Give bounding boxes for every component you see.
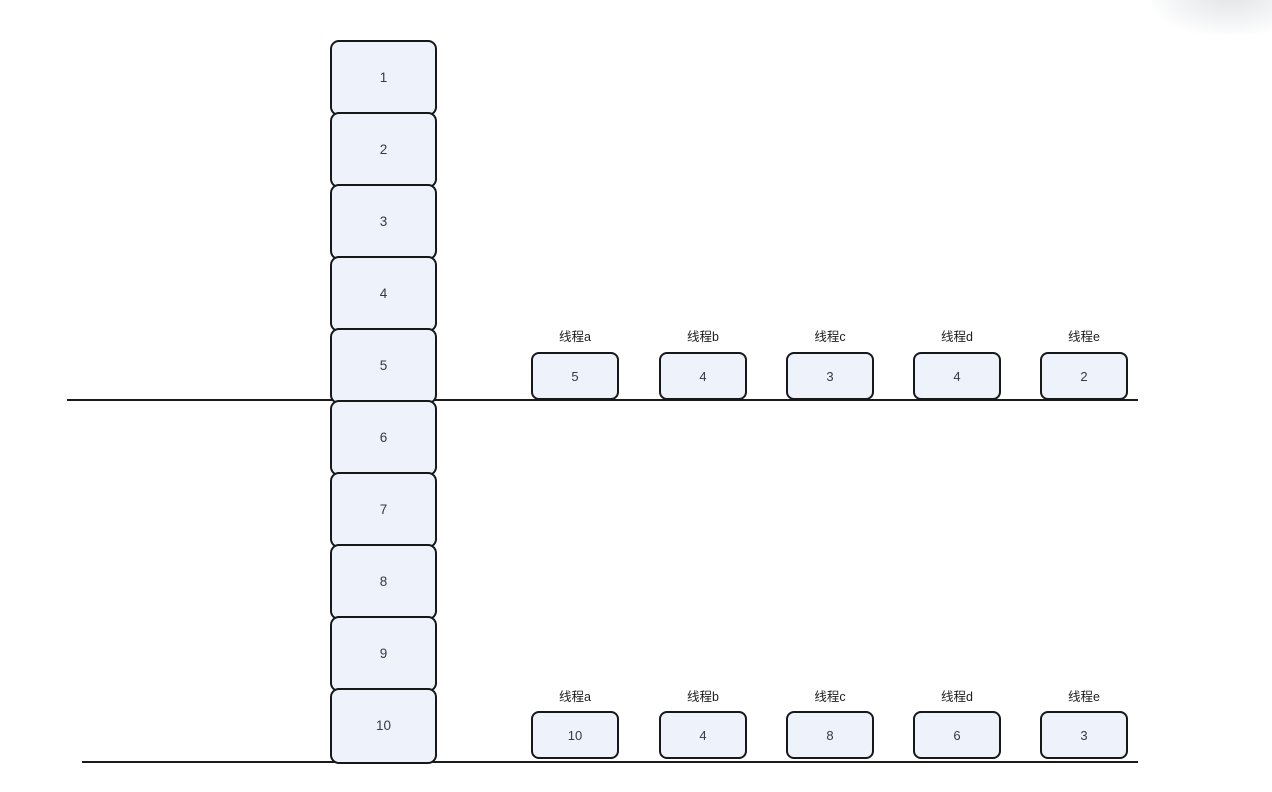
stack-item[interactable]: 3 — [330, 184, 437, 260]
thread-box[interactable]: 4 — [913, 352, 1001, 400]
stack-item[interactable]: 10 — [330, 688, 437, 764]
stack-item-value: 4 — [379, 286, 388, 302]
stack-item[interactable]: 6 — [330, 400, 437, 476]
thread-box[interactable]: 3 — [1040, 711, 1128, 759]
thread-box[interactable]: 4 — [659, 711, 747, 759]
thread-label: 线程d — [941, 690, 973, 704]
upper-divider-line — [67, 399, 1138, 401]
thread-label: 线程a — [559, 690, 591, 704]
thread-value: 4 — [699, 368, 707, 384]
stack-item[interactable]: 2 — [330, 112, 437, 188]
thread-label: 线程a — [559, 330, 591, 344]
stack-item-value: 6 — [379, 430, 388, 446]
thread-box[interactable]: 10 — [531, 711, 619, 759]
thread-box[interactable]: 6 — [913, 711, 1001, 759]
thread-value: 4 — [953, 368, 961, 384]
thread-value: 4 — [699, 727, 707, 743]
thread-label: 线程e — [1068, 690, 1100, 704]
corner-gradient-artifact — [1152, 0, 1272, 34]
thread-value: 5 — [571, 368, 579, 384]
stack-item[interactable]: 5 — [330, 328, 437, 404]
thread-box[interactable]: 5 — [531, 352, 619, 400]
stack-item[interactable]: 9 — [330, 616, 437, 692]
thread-value: 2 — [1080, 368, 1088, 384]
stack-item-value: 10 — [375, 718, 392, 734]
stack-item-value: 1 — [379, 70, 388, 86]
stack-item[interactable]: 8 — [330, 544, 437, 620]
thread-label: 线程b — [687, 330, 719, 344]
thread-label: 线程e — [1068, 330, 1100, 344]
stack-item[interactable]: 7 — [330, 472, 437, 548]
stack-item-value: 7 — [379, 502, 388, 518]
thread-value: 3 — [826, 368, 834, 384]
thread-box[interactable]: 8 — [786, 711, 874, 759]
thread-value: 10 — [567, 727, 583, 743]
stack-item-value: 5 — [379, 358, 388, 374]
thread-value: 8 — [826, 727, 834, 743]
thread-label: 线程b — [687, 690, 719, 704]
stack-item-value: 9 — [379, 646, 388, 662]
thread-label: 线程c — [814, 330, 846, 344]
lower-divider-line — [82, 761, 1138, 763]
stack-item[interactable]: 1 — [330, 40, 437, 116]
thread-value: 6 — [953, 727, 961, 743]
thread-label: 线程d — [941, 330, 973, 344]
thread-box[interactable]: 2 — [1040, 352, 1128, 400]
thread-label: 线程c — [814, 690, 846, 704]
stack-item[interactable]: 4 — [330, 256, 437, 332]
thread-value: 3 — [1080, 727, 1088, 743]
thread-box[interactable]: 3 — [786, 352, 874, 400]
thread-box[interactable]: 4 — [659, 352, 747, 400]
stack-item-value: 3 — [379, 214, 388, 230]
stack-item-value: 2 — [379, 142, 388, 158]
stack-item-value: 8 — [379, 574, 388, 590]
